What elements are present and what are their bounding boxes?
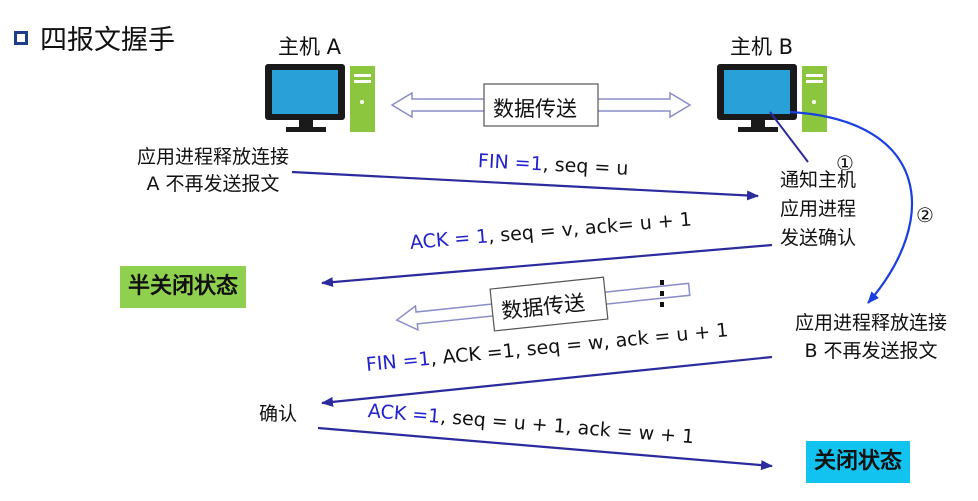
msg1-rest: , seq = u	[542, 153, 629, 180]
notify-text: 通知主机 应用进程 发送确认	[780, 166, 856, 253]
fin2-arrow	[321, 355, 773, 407]
a-release-line1: 应用进程释放连接	[136, 146, 289, 168]
confirm-label: 确认	[259, 403, 298, 425]
half-closed-state: 半关闭状态	[120, 266, 247, 308]
notify-line1: 通知主机	[780, 169, 857, 191]
msg1-flag: FIN =1	[477, 150, 544, 176]
ack2-arrow	[317, 426, 773, 471]
host-a-label: 主机 A	[278, 35, 342, 59]
b-release-line1: 应用进程释放连接	[794, 312, 947, 334]
circle-2-label: ②	[916, 203, 934, 227]
data-transfer-mid-arrow	[395, 276, 691, 332]
a-release-text: 应用进程释放连接 A 不再发送报文	[108, 144, 318, 198]
computer-a-icon	[265, 64, 375, 132]
bullet-square-icon	[14, 30, 28, 45]
data-transfer-top-label: 数据传送	[493, 97, 577, 121]
page-title: 四报文握手	[40, 25, 175, 56]
ellipsis-dots	[660, 280, 664, 307]
notify-line3: 发送确认	[780, 227, 857, 249]
b-release-text: 应用进程释放连接 B 不再发送报文	[766, 309, 976, 365]
title-bar: 四报文握手	[14, 18, 175, 57]
notify-pointer	[769, 111, 809, 163]
notify-line2: 应用进程	[780, 198, 857, 220]
b-release-line2: B 不再发送报文	[804, 340, 938, 362]
release-curve-arrow	[789, 110, 913, 304]
circle-1-label: ①	[836, 151, 854, 175]
a-release-line2: A 不再发送报文	[146, 173, 280, 195]
ack1-arrow	[321, 243, 773, 288]
host-b-label: 主机 B	[730, 35, 794, 59]
closed-state: 关闭状态	[806, 441, 911, 483]
computer-b-icon	[717, 64, 827, 132]
fin1-arrow	[291, 170, 759, 201]
